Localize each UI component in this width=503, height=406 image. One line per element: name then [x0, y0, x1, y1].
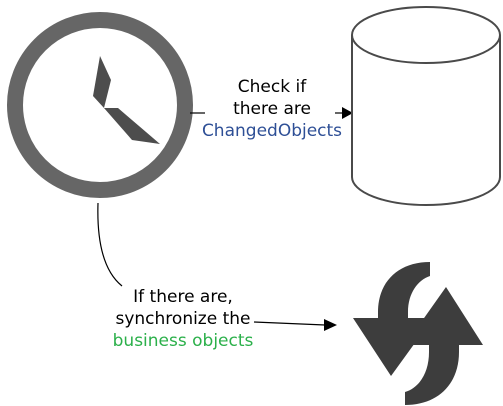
clock-icon: [7, 12, 193, 198]
clock-minute-hand: [104, 108, 160, 144]
sync-label-line1: If there are,: [133, 287, 233, 307]
database-cylinder-icon: [351, 6, 501, 206]
arrowhead-icon: [342, 107, 353, 119]
sync-arrow-up: [405, 287, 483, 405]
check-label: Check if there are ChangedObjects: [192, 76, 352, 142]
clock-ring: [7, 12, 193, 198]
clock-to-sync-connector: [97, 202, 123, 287]
check-label-line2: there are: [233, 99, 311, 119]
sync-connector: [253, 319, 337, 331]
check-connector: [190, 107, 353, 119]
clock-hour-hand: [93, 56, 111, 108]
sync-label-line2: synchronize the: [115, 309, 251, 329]
check-label-line1: Check if: [237, 77, 307, 97]
changed-objects-term: ChangedObjects: [201, 121, 343, 141]
business-objects-term: business objects: [112, 331, 254, 351]
sync-label: If there are, synchronize the business o…: [103, 286, 263, 352]
sync-arrows-icon: [353, 262, 483, 405]
sync-arrow-down: [353, 262, 433, 376]
arrowhead-icon: [324, 319, 337, 331]
